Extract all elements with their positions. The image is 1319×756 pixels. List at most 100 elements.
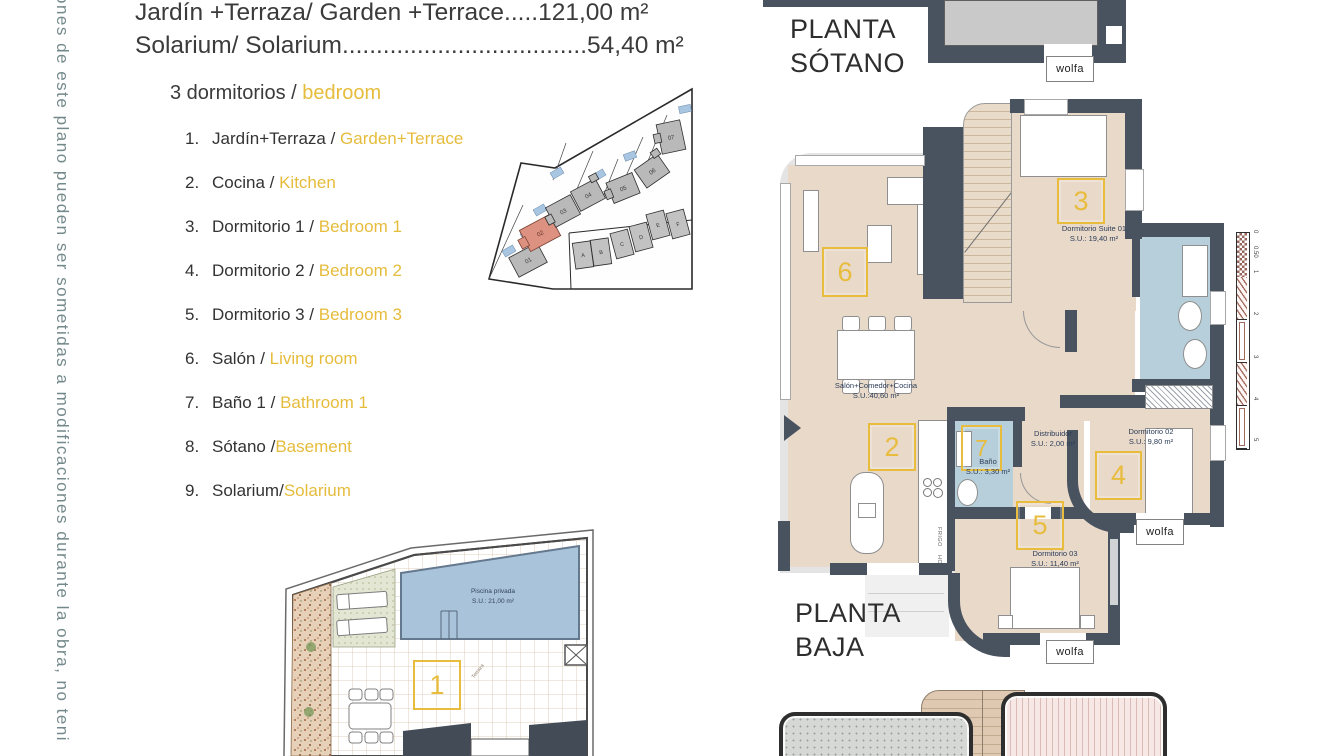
room-name: Baño: [979, 457, 997, 466]
curved-wall: [948, 573, 1010, 657]
legend-num: 8.: [185, 437, 200, 456]
row-house-f: F: [665, 208, 691, 240]
legend-item-6: 6.Salón / Living room: [185, 349, 358, 369]
house-entry-cut: [470, 738, 530, 756]
pool-steps: [440, 610, 458, 639]
leader-dots: ....................................: [341, 32, 588, 59]
row-house-c: C: [609, 228, 635, 260]
room-label-bedroom3: Dormitorio 03 S.U.: 11,40 m²: [1013, 549, 1097, 569]
porch-step: [868, 611, 944, 612]
room-name: Dormitorio 02: [1128, 427, 1174, 436]
room-marker-suite: 3: [1057, 178, 1105, 224]
shower-tray: [1182, 245, 1208, 297]
pool-name: Piscina privada: [471, 588, 515, 595]
caption-line: BAJA: [795, 632, 865, 662]
legend-es: Dormitorio 1 /: [212, 217, 319, 236]
legend-num: 4.: [185, 261, 200, 280]
wolfa-tag-basement: wolfa: [1046, 56, 1094, 82]
hob-burner: [933, 478, 942, 487]
pool-mark: [549, 166, 565, 180]
legend-es: Cocina /: [212, 173, 280, 192]
legend-item-2: 2.Cocina / Kitchen: [185, 173, 336, 193]
garden-dining-set: [348, 688, 394, 744]
legend-num: 7.: [185, 393, 200, 412]
legend-item-9: 9. Solarium/Solarium: [185, 481, 351, 501]
sun-lounger: [336, 616, 388, 637]
chair: [842, 379, 860, 394]
basement-window: [1106, 26, 1122, 44]
legend-en: Solarium: [283, 481, 351, 500]
house-wall-cut: [403, 723, 471, 756]
wall: [1013, 407, 1022, 467]
kitchen-counter: [918, 420, 949, 579]
plot-label: 04: [584, 192, 593, 201]
legend-item-4: 4.Dormitorio 2 / Bedroom 2: [185, 261, 402, 281]
bidet: [1183, 339, 1207, 369]
door-gap: [1025, 507, 1051, 519]
vertical-disclaimer-text: ones de este plano pueden ser sometidas …: [53, 0, 72, 743]
legend-en: Garden+Terrace: [340, 129, 464, 148]
legend-es: Salón /: [212, 349, 270, 368]
legend-num: 3.: [185, 217, 200, 236]
entry-porch: [865, 565, 949, 637]
chair: [868, 379, 886, 394]
garden-outer-line: [283, 529, 594, 756]
scale-tick: 0.50: [1252, 246, 1258, 258]
scale-tick: 0: [1252, 230, 1258, 234]
row-house-a: A: [571, 240, 595, 270]
plot-label: 05: [619, 185, 628, 193]
legend-num: 9.: [185, 481, 200, 500]
scale-bar-body: [1236, 232, 1250, 450]
sun-lounger: [336, 590, 388, 611]
room-marker-kitchen: 2: [868, 423, 916, 471]
window: [1024, 99, 1068, 115]
wall: [1125, 109, 1142, 169]
wall: [1132, 223, 1224, 237]
pool-area: S.U.: 21,00 m²: [472, 598, 515, 605]
wall: [778, 521, 790, 571]
caption-line: PLANTA: [795, 598, 902, 628]
scale-tick: 3: [1252, 355, 1258, 359]
gravel-strip: [290, 582, 332, 756]
house-label: E: [656, 223, 661, 230]
hob-burner: [923, 488, 932, 497]
room-name: Distribuidor: [1034, 429, 1072, 438]
area-line-solarium: Solarium/ Solarium......................…: [135, 29, 684, 62]
house-label: B: [599, 250, 604, 256]
row-house-e: E: [645, 209, 671, 241]
solarium-wood-deck: [1001, 692, 1167, 756]
legend-es: Sótano /: [212, 437, 276, 456]
legend-en: Bathroom 1: [280, 393, 368, 412]
wall: [947, 407, 1025, 421]
pool-mark: [501, 244, 517, 258]
stairs-direction-line: [964, 192, 1011, 253]
plot-house-03: 03: [544, 194, 582, 228]
tv-unit: [803, 190, 819, 252]
legend-title-en: bedroom: [302, 82, 382, 104]
basement-room: [944, 0, 1098, 46]
suite-bed: [1020, 115, 1107, 177]
toilet: [1178, 301, 1202, 331]
plot-house-06: 06: [633, 147, 671, 189]
plot-label: 03: [559, 208, 568, 217]
legend-en: Bedroom 1: [318, 217, 402, 236]
room-label-bedroom2: Dormitorio 02 S.U.: 9,80 m²: [1115, 427, 1187, 447]
legend-es: Solarium/: [212, 481, 284, 500]
scale-tick: 4: [1252, 397, 1258, 401]
window: [1125, 169, 1144, 211]
room-marker-living: 6: [822, 247, 868, 297]
window: [780, 183, 791, 400]
plot-house-07: 07: [652, 119, 687, 155]
room-name: Dormitorio 03: [1032, 549, 1078, 558]
island-sink: [858, 503, 876, 518]
legend-en: Bedroom 2: [318, 261, 402, 280]
legend-item-7: 7.Baño 1 / Bathroom 1: [185, 393, 368, 413]
legend-item-3: 3. Dormitorio 1 / Bedroom 1: [185, 217, 402, 237]
pool-mark: [678, 104, 692, 114]
plant: [306, 642, 316, 652]
chair: [842, 316, 860, 331]
house-wall-cut: [529, 720, 587, 756]
hob-burner: [923, 478, 932, 487]
plot-house-04: 04: [569, 172, 607, 212]
